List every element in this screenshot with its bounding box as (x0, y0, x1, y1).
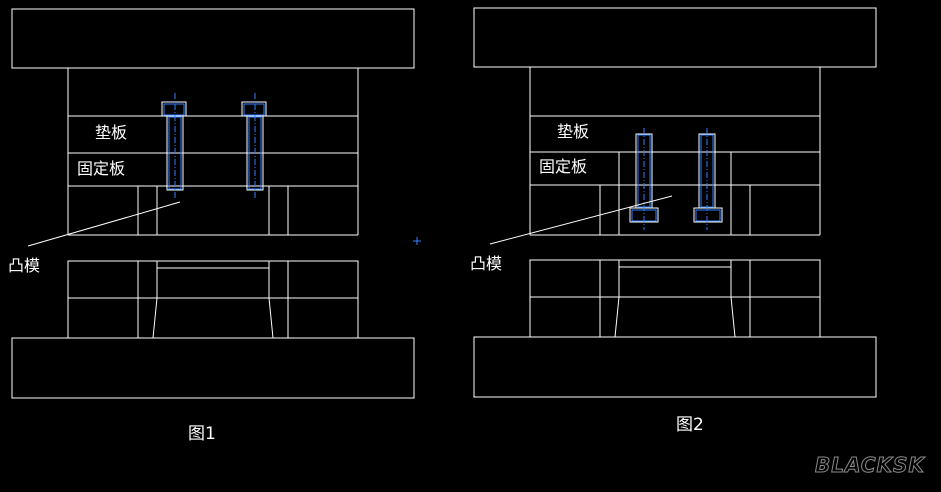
figure-2: 垫板 固定板 凸模 图2 (470, 7, 877, 435)
fig1-backing-plate-label: 垫板 (95, 123, 127, 142)
watermark-text: BLACKSK (815, 453, 925, 477)
fig1-fixing-plate-label: 固定板 (77, 159, 125, 178)
fig1-upper-die-base (11, 8, 415, 69)
fig1-caption: 图1 (188, 424, 216, 444)
fig1-lower-die-base (11, 337, 415, 399)
fig2-fixing-plate (529, 151, 821, 186)
figure-1: 垫板 固定板 凸模 图1 (8, 8, 415, 444)
fig2-lower-die (529, 259, 821, 338)
fig1-punch-label: 凸模 (8, 256, 40, 275)
fig1-screw-right (241, 93, 267, 200)
fig2-upper-block (529, 66, 821, 117)
fig2-screw-right (693, 128, 723, 230)
fig2-punch-leader-line (489, 195, 673, 245)
crosshair-marker (413, 237, 421, 245)
fig1-lower-die (67, 260, 359, 339)
fig2-fixing-plate-label: 固定板 (539, 157, 587, 176)
fig2-punch-label: 凸模 (470, 254, 502, 273)
fig1-upper-block (67, 67, 359, 117)
fig1-punch-region (67, 185, 359, 236)
fig2-backing-plate-label: 垫板 (557, 122, 589, 141)
fig2-upper-die-base (473, 7, 877, 68)
fig2-caption: 图2 (676, 415, 704, 435)
fig2-screw-left (629, 128, 659, 230)
fig1-punch-leader-line (27, 201, 181, 247)
fig1-fixing-plate (67, 152, 359, 187)
fig2-punch-region (529, 152, 821, 236)
fig2-lower-die-base (473, 336, 877, 398)
fig1-screw-left (161, 93, 187, 200)
